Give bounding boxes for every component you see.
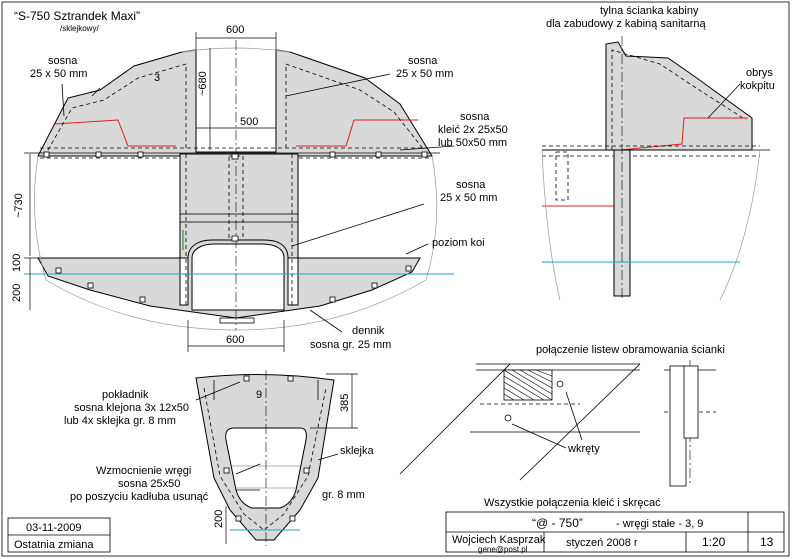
dim-200: 200	[11, 284, 23, 302]
jd-diag2	[519, 363, 641, 481]
drawing-scale: 1:20	[702, 535, 726, 549]
label-obrys-1: obrys	[746, 67, 773, 79]
red-line-left	[54, 119, 176, 147]
limber-hole	[219, 317, 255, 324]
label-tylna-1: tylna ścianka kabiny	[600, 5, 699, 17]
jd-diag	[399, 363, 511, 475]
red-line-right	[296, 119, 418, 147]
inner-dash-left	[47, 63, 187, 151]
panel-number-3: 3	[154, 72, 160, 84]
side-hull-l	[541, 149, 561, 301]
label-sosna-a-2: 25 x 50 mm	[30, 68, 87, 80]
notches	[43, 151, 428, 303]
label-wzmocnienie-3: po poszyciu kadłuba usunąć	[70, 491, 209, 503]
f9-notches	[223, 375, 310, 522]
side-post	[555, 151, 569, 201]
revision-date: 03-11-2009	[26, 522, 81, 534]
label-poziom-koi: poziom koi	[432, 237, 485, 249]
dim-200b: 200	[213, 510, 225, 528]
leader-obrys	[707, 83, 741, 119]
title-block: 03-11-2009 Ostatnia zmiana “@ - 750” - w…	[7, 511, 785, 554]
dim-600-top: 600	[226, 24, 244, 36]
cabin-wall-upper	[542, 41, 753, 151]
leader-wzmoc	[235, 463, 261, 475]
upper-bulkhead	[37, 49, 433, 157]
project-name: “@ - 750”	[532, 516, 583, 530]
label-sosna-klej-3: lub 50x50 mm	[438, 137, 507, 149]
label-sklejka-2: gr. 8 mm	[322, 489, 365, 501]
frame-9-view: 9 385 200 pokładnik sosna klejona 3x 12x…	[64, 370, 375, 546]
label-dennik-1: dennik	[352, 325, 385, 337]
drawing-subtitle: /sklejkowy/	[60, 24, 99, 33]
leader-wkrety-1	[565, 391, 583, 441]
label-sosna-klej-2: kleić 2x 25x50	[438, 124, 508, 136]
jd-section-left	[669, 365, 687, 487]
leader-koi	[405, 243, 429, 255]
dim-385: 385	[339, 394, 351, 412]
label-obrys-2: kokpitu	[740, 80, 775, 92]
author-name: Wojciech Kasprzak	[452, 534, 546, 546]
dim-500: 500	[240, 116, 258, 128]
label-pokladnik-1: pokładnik	[102, 389, 149, 401]
label-sosna-b-2: 25 x 50 mm	[396, 68, 453, 80]
inner-dash-right	[285, 63, 425, 151]
dim-680: ~680	[197, 71, 209, 96]
dim-100: 100	[11, 254, 23, 272]
screw-2-icon	[504, 414, 512, 422]
revision-label: Ostatnia zmiana	[14, 539, 94, 551]
leader-sosna-klej	[399, 145, 455, 151]
label-polaczenie: połączenie listew obramowania ścianki	[536, 344, 725, 356]
dim-730: ~730	[13, 193, 25, 218]
label-wzmocnienie-2: sosna 25x50	[118, 478, 180, 490]
leader-sosna-a	[61, 83, 65, 117]
label-sosna-a-1: sosna	[48, 55, 78, 67]
label-pokladnik-2: sosna klejona 3x 12x50	[74, 402, 189, 414]
label-sklejka-1: sklejka	[340, 445, 375, 457]
frame-3-view: 3 600 ~680 500 ~730 100 200 600 sos	[11, 24, 508, 352]
dim-600-bottom: 600	[226, 334, 244, 346]
label-wkrety: wkręty	[567, 443, 600, 455]
joint-detail: połączenie listew obramowania ścianki wk…	[399, 344, 725, 509]
label-pokladnik-3: lub 4x sklejka gr. 8 mm	[64, 415, 176, 427]
leader-pokladnik	[195, 381, 241, 401]
drawing-date: styczeń 2008 r	[566, 537, 638, 549]
cabin-wall-side-view: tylna ścianka kabiny dla zabudowy z kabi…	[541, 5, 775, 301]
leader-sklejka	[317, 453, 339, 461]
label-sosna-c-2: 25 x 50 mm	[440, 192, 497, 204]
cabin-wall-dash	[611, 49, 747, 150]
drawing-title: “S-750 Sztrandek Maxi”	[14, 9, 140, 23]
panel-number-9: 9	[256, 389, 262, 401]
leader-dennik	[309, 309, 343, 333]
leader-wkrety-2	[511, 423, 567, 449]
leader-sosna-c	[291, 203, 425, 247]
label-wzmocnienie-1: Wzmocnienie wręgi	[96, 465, 191, 477]
sheet-number: 13	[760, 535, 774, 549]
label-sosna-klej-1: sosna	[460, 111, 490, 123]
frames-note: - wręgi stałe - 3, 9	[616, 518, 703, 530]
jd-hatch	[503, 369, 553, 401]
label-sosna-b-1: sosna	[408, 55, 438, 67]
jd-section-right	[683, 365, 699, 439]
side-hull-r	[719, 149, 761, 301]
leader-sosna-b	[285, 73, 391, 97]
leader-sosna-a2	[91, 87, 101, 97]
lower-opening	[191, 243, 285, 311]
screw-1-icon	[556, 380, 564, 388]
label-sosna-c-1: sosna	[456, 179, 486, 191]
web-stringer	[179, 213, 299, 223]
label-tylna-2: dla zabudowy z kabiną sanitarną	[546, 18, 706, 30]
label-wszystkie: Wszystkie połączenia kleić i skręcać	[484, 497, 661, 509]
label-dennik-2: sosna gr. 25 mm	[310, 339, 391, 351]
author-email: gene@post.pl	[478, 545, 528, 554]
red-cockpit-line	[542, 117, 748, 207]
